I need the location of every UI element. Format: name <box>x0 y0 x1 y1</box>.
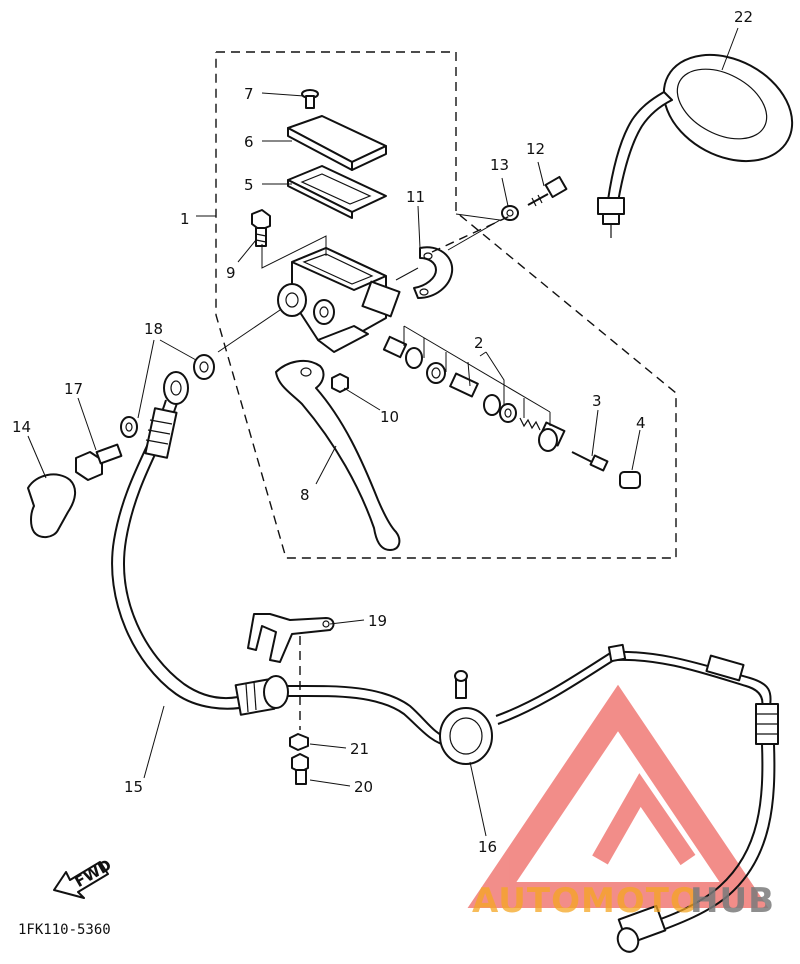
hose-holder-16 <box>439 670 493 765</box>
assembly-boundary <box>215 51 677 559</box>
callout-8: 8 <box>300 486 310 504</box>
nut-21 <box>289 733 309 751</box>
callout-18: 18 <box>144 320 163 338</box>
callout-12: 12 <box>526 140 545 158</box>
clutch-lever <box>275 359 401 551</box>
bolt-9 <box>251 209 271 247</box>
bolt-20 <box>291 753 309 785</box>
nut-13 <box>501 205 519 221</box>
watermark-text-2: HUB <box>690 881 775 921</box>
drawing-code: 1FK110-5360 <box>18 922 111 938</box>
callout-3: 3 <box>592 392 602 410</box>
union-bolt-17 <box>75 443 123 481</box>
callout-17: 17 <box>64 380 83 398</box>
clutch-pipe <box>287 643 779 953</box>
callout-21: 21 <box>350 740 369 758</box>
piston-kit <box>382 335 566 452</box>
callout-22: 22 <box>734 8 753 26</box>
fwd-label: FWD <box>72 856 115 891</box>
callout-5: 5 <box>244 176 254 194</box>
leader-lines <box>27 27 739 837</box>
callout-10: 10 <box>380 408 399 426</box>
mirror <box>597 53 794 238</box>
callout-7: 7 <box>244 85 254 103</box>
washer-18 <box>120 354 215 438</box>
callout-15: 15 <box>124 778 143 796</box>
callout-4: 4 <box>636 414 646 432</box>
callout-9: 9 <box>226 264 236 282</box>
callout-2: 2 <box>474 334 484 352</box>
cap-14 <box>27 473 76 538</box>
diaphragm <box>287 165 387 219</box>
callout-11: 11 <box>406 188 425 206</box>
watermark-logo <box>467 684 769 908</box>
nut-10 <box>331 373 349 393</box>
fwd-arrow: FWD <box>53 856 115 899</box>
callout-14: 14 <box>12 418 31 436</box>
push-rod-3 <box>571 451 609 472</box>
watermark-text-1: AUTOMOTO <box>472 881 700 921</box>
clutch-hose <box>111 371 289 716</box>
callout-20: 20 <box>354 778 373 796</box>
master-cylinder-body <box>277 247 401 353</box>
clamp-11 <box>413 246 454 299</box>
screw-7 <box>301 89 319 109</box>
clip-19 <box>247 613 335 663</box>
callout-19: 19 <box>368 612 387 630</box>
callout-13: 13 <box>490 156 509 174</box>
callout-1: 1 <box>180 210 190 228</box>
cap-4 <box>619 471 641 489</box>
callout-6: 6 <box>244 133 254 151</box>
callout-16: 16 <box>478 838 497 856</box>
reservoir-cover <box>287 115 387 171</box>
bolt-12 <box>527 175 568 207</box>
callout-labels: 1 2 3 4 5 6 7 8 9 10 11 12 13 14 15 16 1… <box>12 8 753 856</box>
